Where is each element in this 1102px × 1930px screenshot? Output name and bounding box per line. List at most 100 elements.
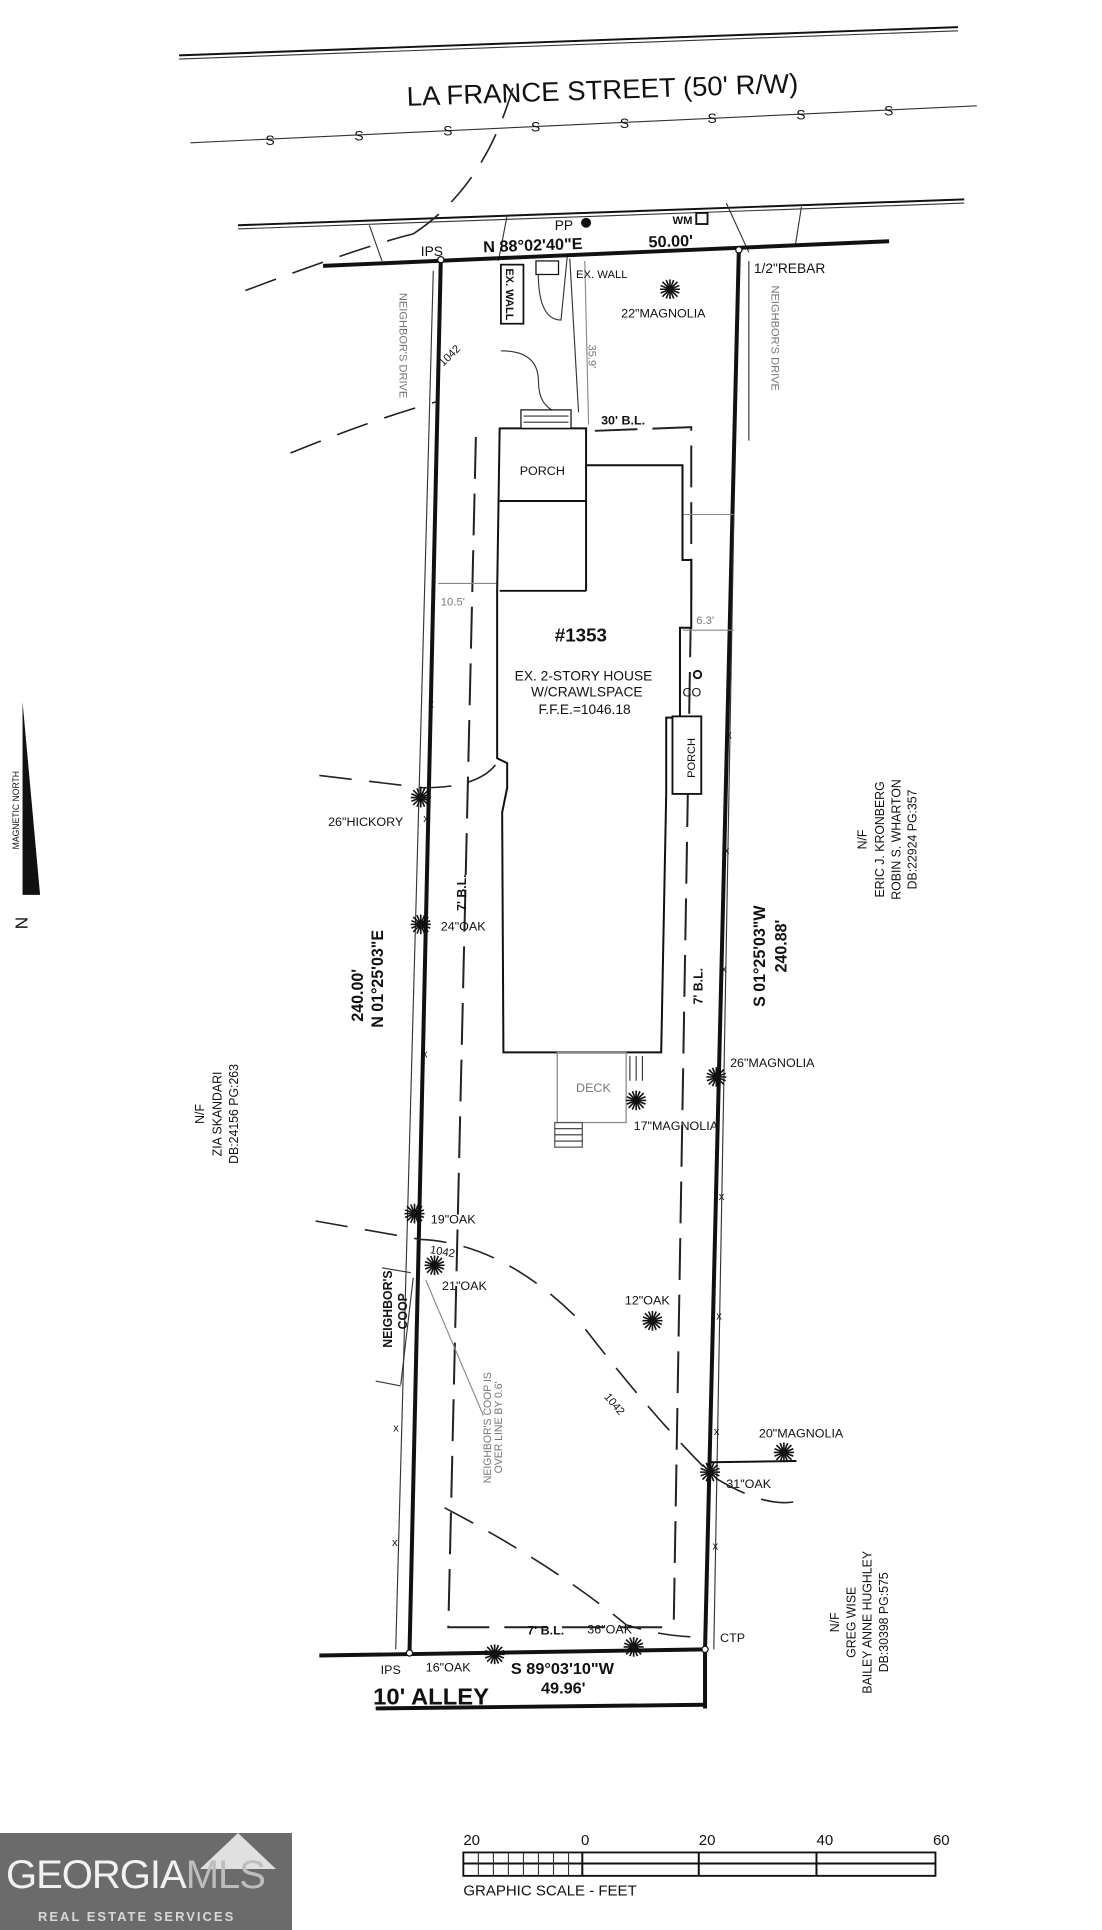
graphic-scale: 20 0 20 40 60 GRAPHIC SCALE - FEET <box>462 1833 950 1900</box>
dimension-label: 35.9' <box>586 345 598 369</box>
contour-label: 1042 <box>429 1244 456 1260</box>
deck-label: DECK <box>576 1081 611 1095</box>
neighbor-right-top: N/F ERIC J. KRONBERG ROBIN S. WHARTON DB… <box>855 779 919 900</box>
svg-text:ZIA SKANDARI: ZIA SKANDARI <box>211 1072 225 1157</box>
svg-text:26"MAGNOLIA: 26"MAGNOLIA <box>730 1056 815 1070</box>
contour-line <box>245 76 517 292</box>
svg-text:x: x <box>721 963 727 975</box>
svg-text:DB:30398 PG:575: DB:30398 PG:575 <box>877 1572 891 1672</box>
svg-text:x: x <box>392 1537 398 1549</box>
svg-text:x: x <box>724 845 730 857</box>
tree-21-oak: 21"OAK <box>423 1254 488 1293</box>
svg-text:60: 60 <box>933 1833 950 1849</box>
svg-text:S: S <box>354 128 363 143</box>
svg-text:20: 20 <box>699 1833 716 1849</box>
svg-text:S: S <box>796 107 805 122</box>
right-distance: 240.88' <box>772 920 790 973</box>
north-arrow-icon <box>22 701 41 895</box>
neighbors-coop <box>375 1267 414 1387</box>
house-footprint <box>496 260 703 1148</box>
pp-label: PP <box>555 218 573 233</box>
svg-text:x: x <box>719 1191 725 1203</box>
tree-icon <box>409 786 432 809</box>
tree-icon <box>423 1254 446 1276</box>
porch-label: PORCH <box>686 738 698 778</box>
rebar-label: 1/2"REBAR <box>754 261 826 276</box>
svg-text:x: x <box>713 1541 719 1553</box>
svg-text:GRAPHIC SCALE - FEET: GRAPHIC SCALE - FEET <box>463 1884 636 1900</box>
svg-text:26"HICKORY: 26"HICKORY <box>328 815 403 829</box>
roof-icon <box>200 1833 276 1869</box>
tree-12-oak: 12"OAK <box>625 1294 670 1332</box>
svg-text:x: x <box>393 1423 399 1435</box>
tree-19-oak: 19"OAK <box>403 1202 477 1227</box>
setback-label: 7' B.L. <box>455 874 469 910</box>
tree-20-magnolia: 20"MAGNOLIA <box>711 1427 844 1464</box>
tree-icon <box>625 1089 647 1112</box>
front-distance: 50.00' <box>648 232 693 251</box>
house-description: EX. 2-STORY HOUSE <box>515 669 653 684</box>
svg-text:0: 0 <box>581 1833 589 1849</box>
left-distance: 240.00' <box>349 969 367 1022</box>
svg-text:S: S <box>443 123 452 138</box>
contour-line <box>290 400 439 454</box>
svg-text:36"OAK: 36"OAK <box>587 1622 633 1636</box>
rear-distance: 49.96' <box>541 1680 586 1698</box>
porch-label: PORCH <box>520 464 565 478</box>
tree-icon <box>403 1202 426 1225</box>
svg-text:x: x <box>714 1426 720 1438</box>
svg-text:N/F: N/F <box>193 1104 207 1124</box>
power-pole-icon <box>581 217 592 228</box>
tree-icon <box>409 913 432 936</box>
sewer-markers: S S S S S S S S <box>265 104 893 148</box>
neighbor-left: N/F ZIA SKANDARI DB:24156 PG:263 <box>193 1064 241 1164</box>
svg-text:19"OAK: 19"OAK <box>431 1213 477 1227</box>
svg-text:S: S <box>265 133 274 148</box>
svg-text:DB:24156 PG:263: DB:24156 PG:263 <box>227 1064 241 1164</box>
svg-text:17"MAGNOLIA: 17"MAGNOLIA <box>634 1119 719 1133</box>
svg-text:S: S <box>531 120 540 135</box>
left-bearing: N 01°25'03"E <box>369 930 387 1028</box>
tree-22-magnolia: 22"MAGNOLIA <box>621 278 706 321</box>
tree-36-oak: 36"OAK <box>587 1622 645 1658</box>
tree-26-hickory: 26"HICKORY <box>328 786 432 829</box>
fence-lines: xx xx xx xx xx xx <box>392 260 750 1650</box>
coop-note: NEIGHBOR'S COOP IS <box>482 1372 494 1483</box>
tree-31-oak: 31"OAK <box>699 1461 772 1491</box>
svg-text:x: x <box>423 813 429 825</box>
north-arrow: MAGNETIC NORTH N <box>11 701 41 929</box>
neighbors-drive-label: NEIGHBOR'S DRIVE <box>768 286 780 391</box>
front-steps <box>520 409 572 429</box>
neighbor-right-bottom: N/F GREG WISE BAILEY ANNE HUGHLEY DB:303… <box>828 1551 891 1694</box>
coop-label: COOP <box>396 1293 410 1329</box>
tree-icon <box>659 278 681 300</box>
logo-text: GEORGIA <box>6 1853 187 1897</box>
svg-text:x: x <box>716 1311 722 1323</box>
alley-label: 10' ALLEY <box>373 1684 489 1710</box>
finished-floor-elevation: F.F.E.=1046.18 <box>538 702 630 717</box>
svg-text:16"OAK: 16"OAK <box>426 1661 472 1675</box>
tree-16-oak: 16"OAK <box>426 1643 506 1675</box>
ctp-label: CTP <box>720 1631 745 1645</box>
street-right-of-way <box>179 26 977 230</box>
svg-text:S: S <box>708 111 717 126</box>
svg-text:x: x <box>428 699 434 711</box>
svg-text:GREG WISE: GREG WISE <box>844 1587 858 1658</box>
ex-wall-label: EX. WALL <box>576 269 628 281</box>
logo-text: MLS <box>185 1853 266 1897</box>
street-name: LA FRANCE STREET (50' R/W) <box>406 68 799 112</box>
svg-text:N/F: N/F <box>855 829 869 849</box>
tree-icon <box>641 1310 664 1332</box>
dimension-label: 10.5' <box>441 597 465 609</box>
svg-text:DB:22924 PG:357: DB:22924 PG:357 <box>906 789 920 889</box>
contour-line <box>444 1507 702 1638</box>
tree-24-oak: 24"OAK <box>409 913 486 936</box>
right-bearing: S 01°25'03"W <box>751 905 769 1007</box>
svg-text:20: 20 <box>463 1833 480 1849</box>
coop-note: OVER LINE BY 0.6' <box>493 1381 505 1473</box>
contour-label: 1042 <box>601 1391 626 1418</box>
tree-icon <box>699 1461 721 1483</box>
svg-text:S: S <box>884 104 893 119</box>
ips-top-label: IPS <box>421 244 443 259</box>
